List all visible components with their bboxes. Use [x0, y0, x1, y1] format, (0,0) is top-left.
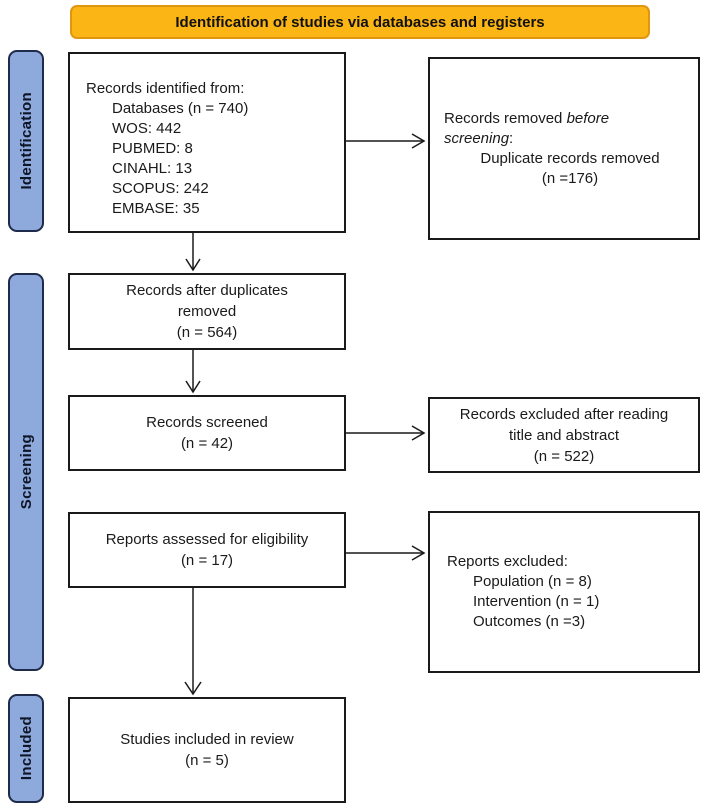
stage-label-included: Included: [17, 716, 35, 781]
arrow-assessed-to-included: [184, 588, 202, 696]
records-excluded-line-2: title and abstract: [508, 426, 620, 444]
reports-excluded-item-intervention: Intervention (n = 1): [473, 593, 600, 610]
records-removed-title: Records removed before screening:: [444, 109, 622, 149]
box-records-excluded: Records excluded after reading title and…: [428, 397, 700, 473]
records-identified-item-cinahl: CINAHL: 13: [112, 159, 193, 177]
studies-included-count: (n = 5): [185, 752, 229, 769]
arrow-identified-to-after-duplicates: [185, 233, 201, 272]
records-excluded-line-1: Records excluded after reading: [459, 405, 669, 423]
records-removed-title-suffix: :: [509, 129, 514, 147]
records-removed-title-italic: before screening: [444, 109, 610, 147]
records-identified-item-pubmed: PUBMED: 8: [112, 139, 193, 157]
banner-identification-via-databases: Identification of studies via databases …: [70, 5, 650, 39]
records-screened-line: Records screened: [146, 414, 268, 431]
arrow-identified-to-removed: [346, 133, 426, 149]
arrow-screened-to-excluded: [346, 425, 426, 441]
records-identified-title: Records identified from:: [86, 79, 245, 97]
records-identified-item-embase: EMBASE: 35: [112, 199, 200, 217]
reports-excluded-title: Reports excluded:: [447, 553, 568, 570]
box-records-identified: Records identified from: Databases (n = …: [68, 52, 346, 233]
records-identified-item-scopus: SCOPUS: 242: [112, 179, 209, 197]
records-after-duplicates-line-2: removed: [177, 303, 237, 320]
records-removed-detail-block: Duplicate records removed (n =176): [444, 149, 696, 189]
records-removed-detail: Duplicate records removed: [480, 149, 660, 167]
stage-tab-identification: Identification: [8, 50, 44, 232]
records-excluded-count: (n = 522): [533, 447, 595, 465]
stage-label-identification: Identification: [17, 92, 35, 190]
stage-tab-included: Included: [8, 694, 44, 803]
stage-label-screening: Screening: [17, 434, 35, 510]
box-studies-included: Studies included in review (n = 5): [68, 697, 346, 803]
arrow-assessed-to-reports-excluded: [346, 545, 426, 561]
box-reports-assessed: Reports assessed for eligibility (n = 17…: [68, 512, 346, 588]
records-after-duplicates-line-1: Records after duplicates: [126, 282, 288, 299]
arrow-after-duplicates-to-screened: [185, 350, 201, 394]
studies-included-line: Studies included in review: [120, 731, 294, 748]
stage-tab-screening: Screening: [8, 273, 44, 671]
box-records-removed-before-screening: Records removed before screening: Duplic…: [428, 57, 700, 240]
records-removed-title-prefix: Records removed: [444, 109, 567, 127]
box-records-after-duplicates: Records after duplicates removed (n = 56…: [68, 273, 346, 350]
reports-assessed-line: Reports assessed for eligibility: [105, 531, 309, 548]
reports-assessed-count: (n = 17): [180, 552, 234, 569]
records-removed-count: (n =176): [541, 169, 599, 187]
records-identified-item-databases: Databases (n = 740): [112, 99, 249, 117]
reports-excluded-item-population: Population (n = 8): [473, 573, 592, 590]
records-after-duplicates-count: (n = 564): [176, 324, 238, 341]
box-reports-excluded: Reports excluded: Population (n = 8) Int…: [428, 511, 700, 673]
records-identified-item-wos: WOS: 442: [112, 119, 182, 137]
reports-excluded-item-outcomes: Outcomes (n =3): [473, 613, 586, 630]
records-screened-count: (n = 42): [180, 435, 234, 452]
box-records-screened: Records screened (n = 42): [68, 395, 346, 471]
